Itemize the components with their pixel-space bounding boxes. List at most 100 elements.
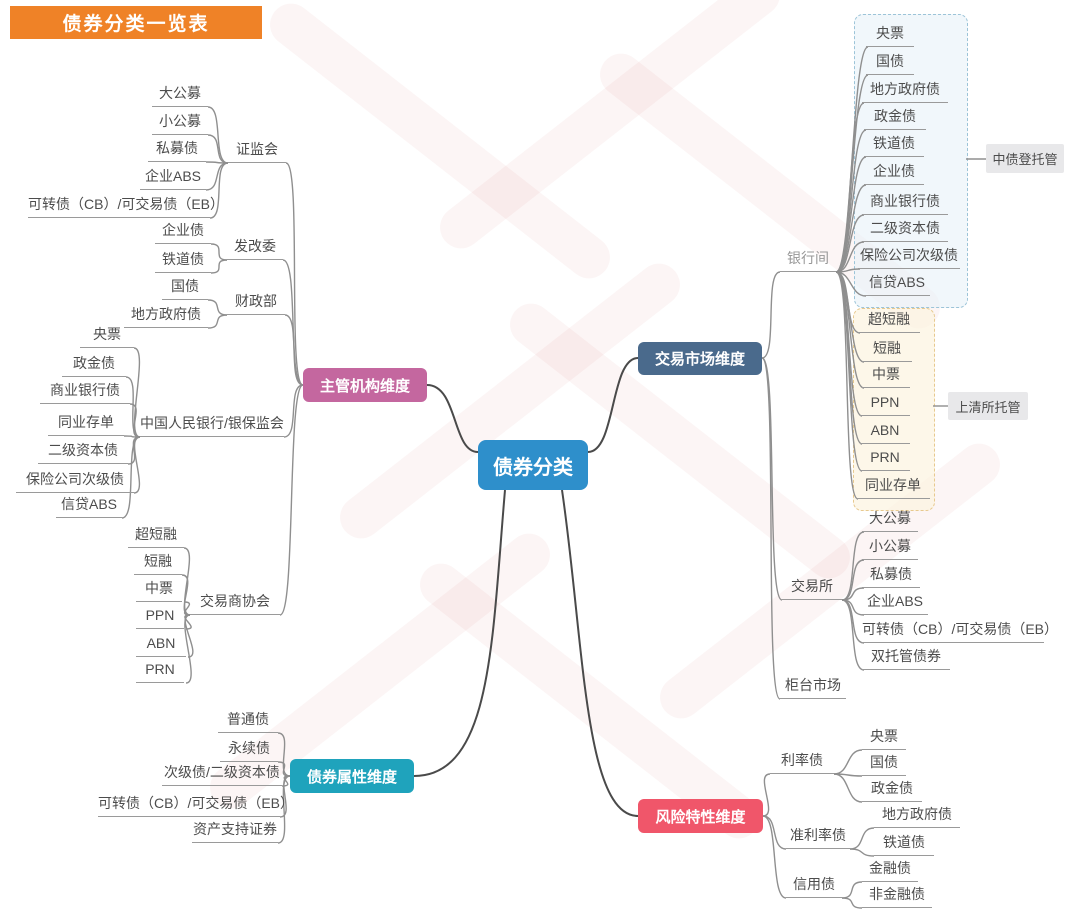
leaf-label: 私募债 [148,139,206,162]
connector-line [761,271,781,359]
leaf-label: 大公募 [862,509,918,532]
group-label-nafmii: 交易商协会 [190,592,280,615]
connector-line [841,599,865,671]
clearing-custody-box [853,308,935,511]
connector-line [285,162,304,386]
connector-line [207,314,228,329]
leaf-label: 永续债 [220,739,278,762]
connector-line [833,749,863,775]
connector-line [205,162,229,191]
leaf-label: 双托管债券 [862,647,950,670]
group-label-otc: 柜台市场 [780,676,846,699]
leaf-label: 同业存单 [856,476,930,499]
connector-line [849,848,875,857]
leaf-label: 二级资本债 [862,219,948,242]
leaf-label: PPN [860,393,910,416]
connector-line [835,241,865,273]
leaf-label: 商业银行债 [40,381,130,404]
branch-node-regulator: 主管机构维度 [303,368,427,402]
branch-node-market: 交易市场维度 [638,342,762,375]
group-label-csrc: 证监会 [228,140,286,163]
connector-line [841,881,863,899]
leaf-label: 企业债 [864,162,924,185]
leaf-label: 地方政府债 [874,805,960,828]
connector-line [207,134,229,164]
group-label-ndrc: 发改委 [227,237,283,260]
connector-line [833,773,863,803]
custody-tag-chinabond: 中债登托管 [986,144,1064,173]
group-label-interbank: 银行间 [780,249,836,272]
leaf-label: 中票 [862,365,910,388]
connector-line [284,314,304,386]
leaf-label: 政金债 [862,779,922,802]
leaf-label: 可转债（CB）/可交易债（EB） [28,195,224,218]
connector-line [761,357,781,700]
chinabond-custody-box [854,14,968,308]
connector-line [133,436,141,494]
connector-line [761,357,783,601]
connector-line [587,357,639,453]
leaf-label: 央票 [80,325,134,348]
connector-line [210,259,228,274]
custody-tag-clearing: 上清所托管 [948,392,1028,420]
leaf-label: 国债 [862,753,906,776]
leaf-label: 保险公司次级债 [858,246,960,269]
leaf-label: 大公募 [152,84,208,107]
leaf-label: 企业债 [155,221,211,244]
leaf-label: PRN [136,660,184,683]
leaf-label: 信贷ABS [864,273,930,296]
leaf-label: 地方政府债 [862,80,948,103]
leaf-label: 铁道债 [155,250,211,273]
leaf-label: 企业ABS [140,167,206,190]
leaf-label: 非金融债 [862,885,932,908]
leaf-label: 铁道债 [874,833,934,856]
connector-line [183,547,191,616]
connector-line [184,614,192,684]
connector-line [762,815,787,899]
leaf-label: PRN [860,448,910,471]
connector-line [849,827,875,850]
leaf-label: 小公募 [862,537,918,560]
connector-line [277,732,291,777]
connector-line [209,162,229,219]
leaf-label: 央票 [866,24,914,47]
connector-line [279,384,304,616]
leaf-label: 次级债/二级资本债 [162,763,282,786]
leaf-label: 二级资本债 [38,441,128,464]
leaf-label: 中票 [136,579,182,602]
branch-node-attribute: 债券属性维度 [290,759,414,793]
connector-line [841,897,863,909]
leaf-label: 商业银行债 [862,192,948,215]
leaf-label: 私募债 [862,565,920,588]
leaf-label: PPN [136,606,184,629]
leaf-label: 可转债（CB）/可交易债（EB） [98,794,294,817]
connector-line [181,574,191,616]
group-label-pboc: 中国人民银行/银保监会 [140,414,284,437]
leaf-label: 可转债（CB）/可交易债（EB） [862,620,1058,643]
connector-line [413,489,506,777]
leaf-label: 地方政府债 [124,305,208,328]
group-label-mof: 财政部 [227,292,285,315]
connector-line [835,156,867,273]
leaf-label: 政金债 [62,354,126,377]
leaf-label: 国债 [162,277,208,300]
leaf-label: 金融债 [862,859,918,882]
leaf-label: 短融 [134,552,182,575]
connector-line [561,489,639,817]
connector-line [841,531,865,601]
leaf-label: 保险公司次级债 [16,470,134,493]
connector-line [207,299,228,316]
leaf-label: 国债 [866,52,914,75]
connector-line [129,403,141,438]
connector-line [835,184,867,273]
connector-line [133,347,141,438]
branch-node-risk: 风险特性维度 [638,799,763,833]
connector-line [283,384,304,438]
leaf-label: 铁道债 [864,134,924,157]
connector-line [841,599,865,616]
root-node: 债券分类 [478,440,588,490]
connector-line [210,243,228,261]
leaf-label: 小公募 [152,112,208,135]
leaf-label: 央票 [862,727,906,750]
